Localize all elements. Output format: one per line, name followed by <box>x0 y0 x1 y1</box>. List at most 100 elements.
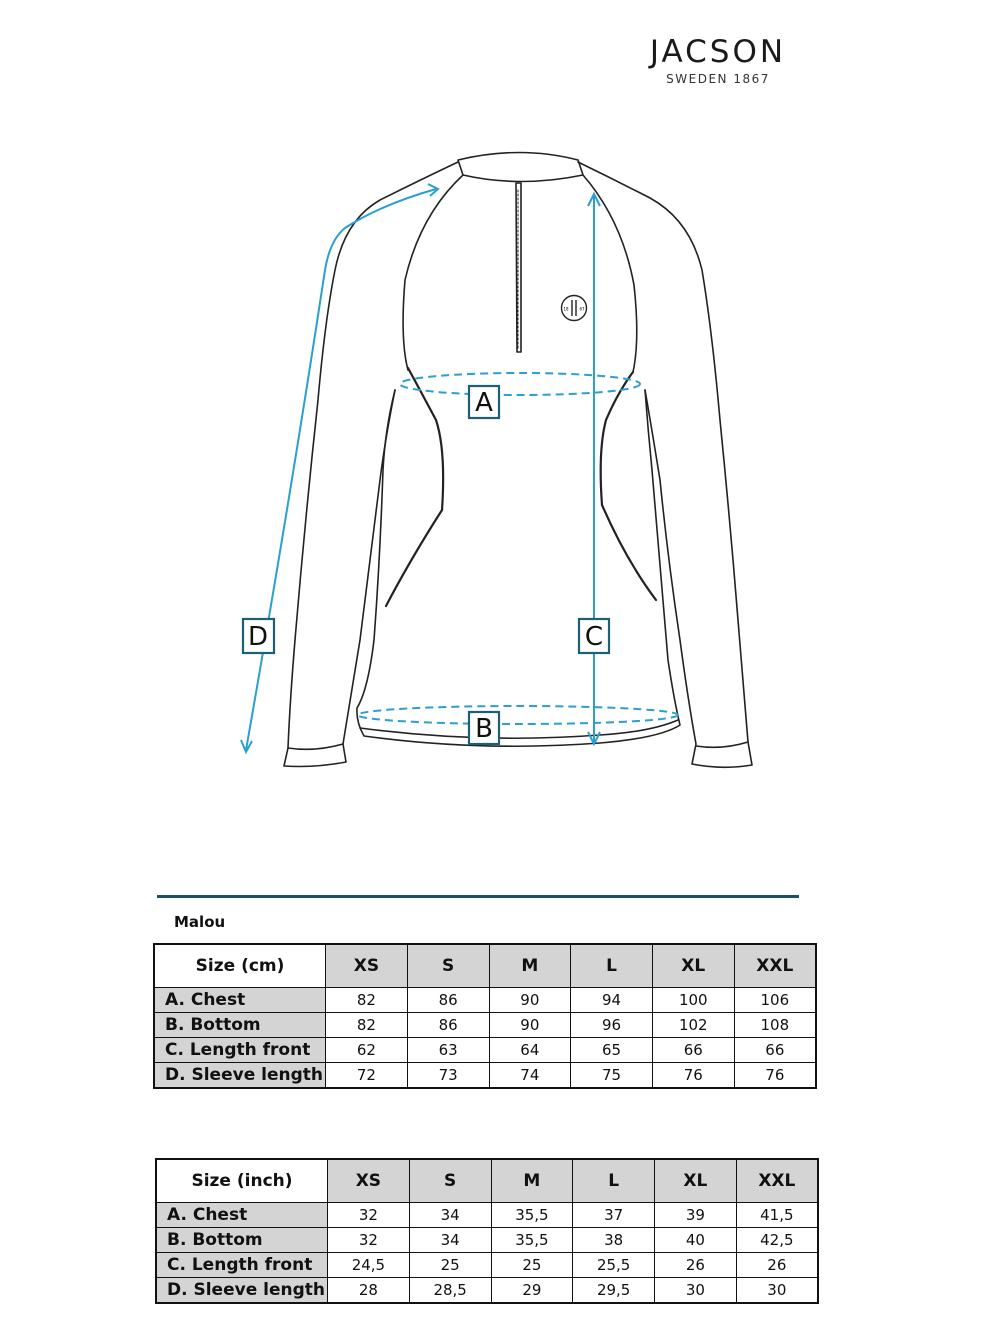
logo-year-left: 18 <box>563 307 569 312</box>
table-cell: 26 <box>735 1252 819 1278</box>
size-header: XXL <box>733 943 817 988</box>
table-cell: 73 <box>406 1062 490 1089</box>
sleeve-arrow-bottom-icon <box>240 739 253 755</box>
table-cell: 74 <box>488 1062 572 1089</box>
chest-logo-icon: 18 67 <box>560 294 588 322</box>
table-cell: 102 <box>651 1012 735 1038</box>
table-cell: 39 <box>654 1202 737 1228</box>
table-cell: 90 <box>488 987 572 1013</box>
table-cell: 86 <box>406 987 490 1013</box>
table-cell: 35,5 <box>490 1227 574 1253</box>
logo-year-right: 67 <box>579 307 585 312</box>
table-cell: 96 <box>570 1012 653 1038</box>
table-cell: 82 <box>325 1012 408 1038</box>
row-label: D. Sleeve length <box>153 1062 327 1089</box>
table-cell: 86 <box>406 1012 490 1038</box>
table-header-row: Size (inch) XS S M L XL XXL <box>155 1158 819 1203</box>
table-cell: 94 <box>570 987 653 1013</box>
row-label: A. Chest <box>155 1202 329 1228</box>
section-divider <box>157 895 799 898</box>
size-header: XXL <box>735 1158 819 1203</box>
table-row: A. Chest 82 86 90 94 100 106 <box>153 987 817 1013</box>
table-cell: 25,5 <box>572 1252 656 1278</box>
table-row: B. Bottom 32 34 35,5 38 40 42,5 <box>155 1227 819 1253</box>
size-header: XS <box>327 1158 410 1203</box>
length-arrow-top-icon <box>587 191 601 207</box>
product-name: Malou <box>174 913 226 931</box>
table-cell: 24,5 <box>327 1252 410 1278</box>
sleeve-measure-line <box>245 188 437 751</box>
table-row: B. Bottom 82 86 90 96 102 108 <box>153 1012 817 1038</box>
label-b-text: B <box>475 714 493 744</box>
table-cell: 75 <box>570 1062 653 1089</box>
measurement-guides <box>240 183 679 755</box>
size-table-inch: Size (inch) XS S M L XL XXL A. Chest 32 … <box>155 1158 819 1304</box>
table-cell: 25 <box>408 1252 492 1278</box>
size-header: L <box>572 1158 656 1203</box>
size-header: XL <box>651 943 735 988</box>
size-header: XL <box>654 1158 737 1203</box>
table-cell: 64 <box>488 1037 572 1063</box>
table-cell: 29 <box>490 1277 574 1304</box>
table-cell: 26 <box>654 1252 737 1278</box>
table-cell: 76 <box>733 1062 817 1089</box>
label-a: A <box>467 384 501 420</box>
size-header: L <box>570 943 653 988</box>
table-row: A. Chest 32 34 35,5 37 39 41,5 <box>155 1202 819 1228</box>
table-cell: 41,5 <box>735 1202 819 1228</box>
row-label: B. Bottom <box>153 1012 327 1038</box>
table-cell: 34 <box>408 1227 492 1253</box>
table-header-row: Size (cm) XS S M L XL XXL <box>153 943 817 988</box>
label-c: C <box>577 617 611 655</box>
label-d: D <box>241 617 276 655</box>
brand-name: JACSON <box>649 34 787 70</box>
table-cell: 28 <box>327 1277 410 1304</box>
chest-measure-line <box>399 372 641 396</box>
label-a-text: A <box>475 388 493 418</box>
table-cell: 63 <box>406 1037 490 1063</box>
table-cell: 100 <box>651 987 735 1013</box>
size-header: M <box>490 1158 574 1203</box>
table-cell: 29,5 <box>572 1277 656 1304</box>
garment-outline <box>283 151 753 769</box>
size-header: XS <box>325 943 408 988</box>
table-corner-header: Size (cm) <box>153 943 327 988</box>
garment-diagram: 18 67 A B C D <box>240 151 753 769</box>
table-cell: 90 <box>488 1012 572 1038</box>
row-label: C. Length front <box>153 1037 327 1063</box>
row-label: D. Sleeve length <box>155 1277 329 1304</box>
table-cell: 34 <box>408 1202 492 1228</box>
label-c-text: C <box>585 622 603 652</box>
table-cell: 30 <box>735 1277 819 1304</box>
table-cell: 35,5 <box>490 1202 574 1228</box>
table-cell: 28,5 <box>408 1277 492 1304</box>
brand-tagline: SWEDEN 1867 <box>666 72 770 86</box>
table-row: D. Sleeve length 28 28,5 29 29,5 30 30 <box>155 1277 819 1304</box>
size-header: S <box>406 943 490 988</box>
table-cell: 62 <box>325 1037 408 1063</box>
table-cell: 25 <box>490 1252 574 1278</box>
row-label: C. Length front <box>155 1252 329 1278</box>
table-cell: 108 <box>733 1012 817 1038</box>
table-cell: 38 <box>572 1227 656 1253</box>
table-row: D. Sleeve length 72 73 74 75 76 76 <box>153 1062 817 1089</box>
table-cell: 66 <box>651 1037 735 1063</box>
size-table-cm: Size (cm) XS S M L XL XXL A. Chest 82 86… <box>153 943 817 1089</box>
brand-logo: JACSON SWEDEN 1867 <box>618 34 818 86</box>
table-row: C. Length front 24,5 25 25 25,5 26 26 <box>155 1252 819 1278</box>
bottom-measure-line <box>357 705 679 725</box>
table-cell: 30 <box>654 1277 737 1304</box>
table-cell: 66 <box>733 1037 817 1063</box>
size-header: S <box>408 1158 492 1203</box>
table-row: C. Length front 62 63 64 65 66 66 <box>153 1037 817 1063</box>
table-cell: 106 <box>733 987 817 1013</box>
table-cell: 42,5 <box>735 1227 819 1253</box>
table-cell: 82 <box>325 987 408 1013</box>
table-cell: 72 <box>325 1062 408 1089</box>
table-cell: 37 <box>572 1202 656 1228</box>
size-header: M <box>488 943 572 988</box>
table-cell: 65 <box>570 1037 653 1063</box>
table-cell: 32 <box>327 1202 410 1228</box>
label-b: B <box>467 710 501 746</box>
length-arrow-bottom-icon <box>587 731 601 747</box>
